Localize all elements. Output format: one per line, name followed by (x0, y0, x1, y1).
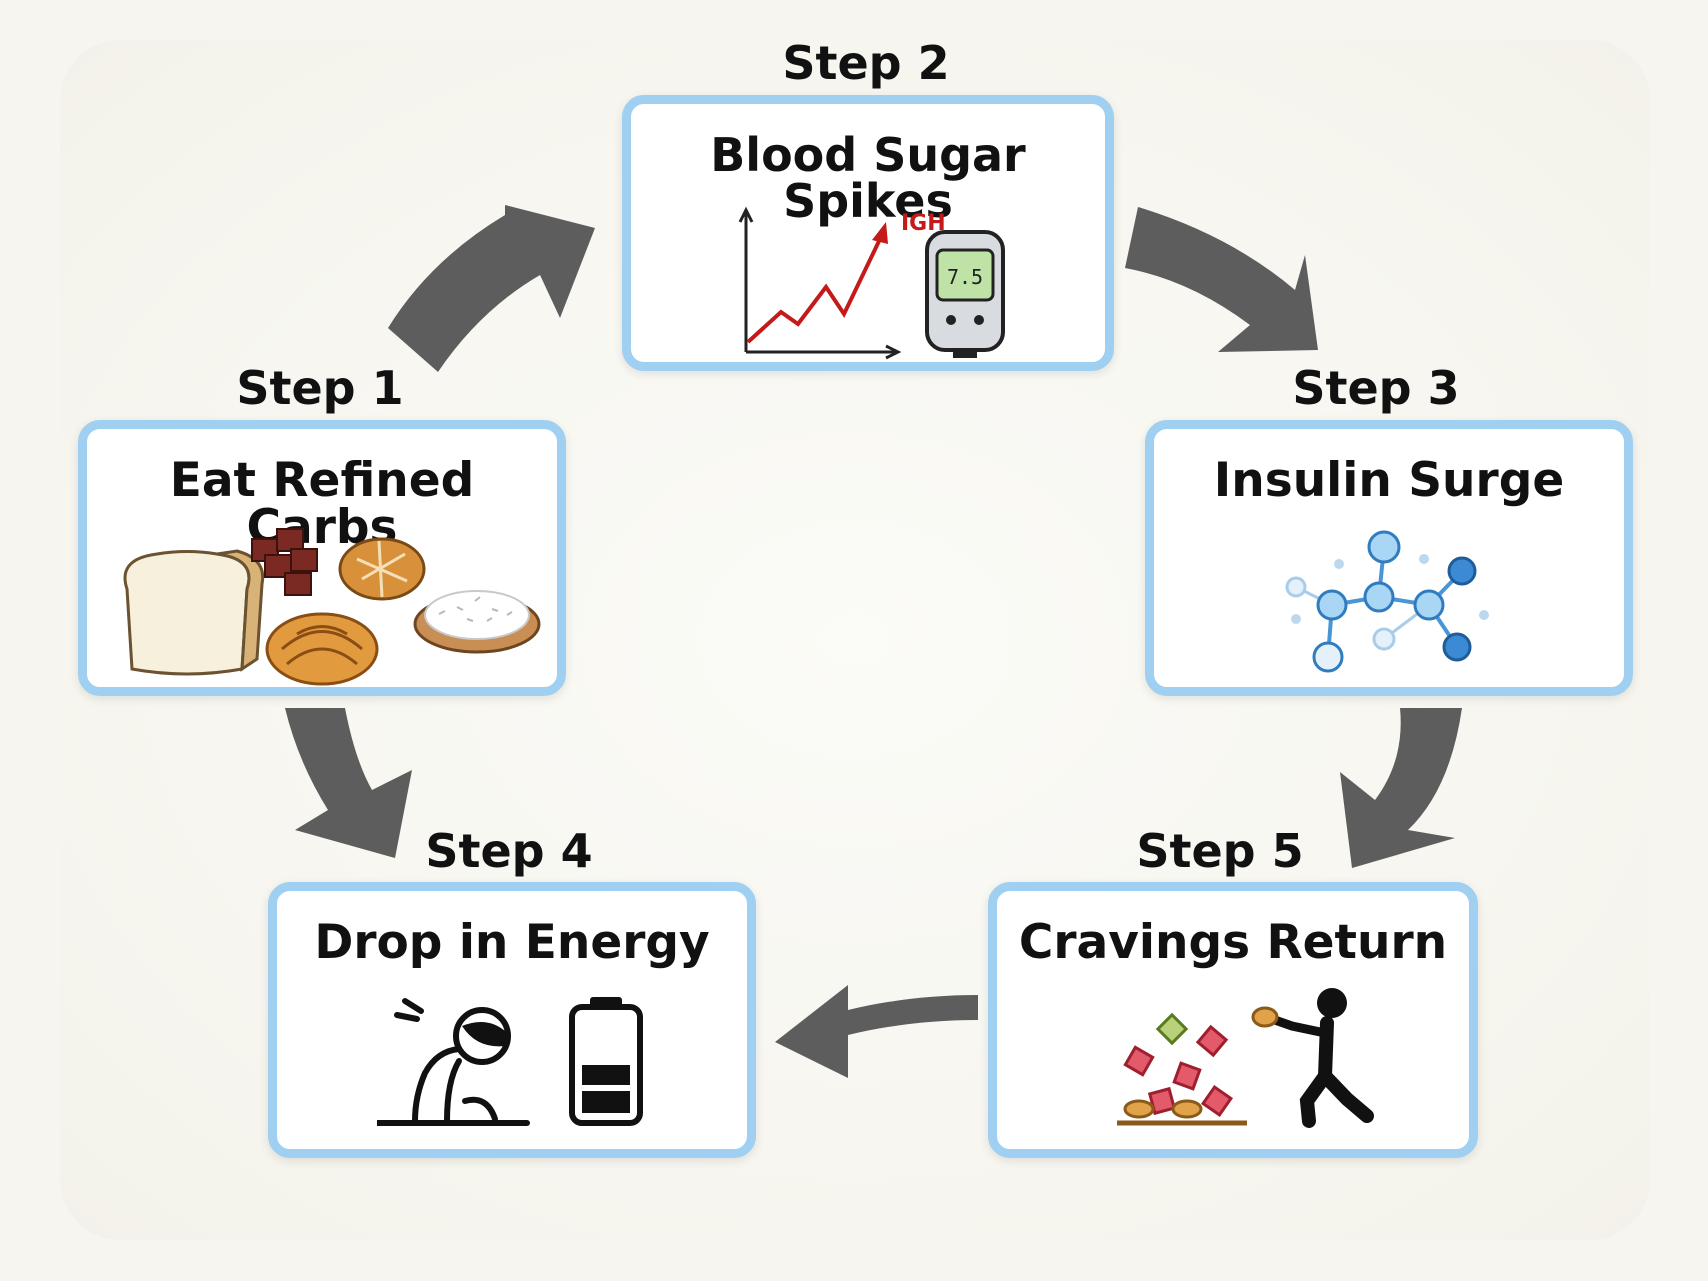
step-5-label: Step 5 (1136, 824, 1304, 878)
arrow-step3-to-step5-icon (1340, 708, 1462, 868)
tired-person-icon (377, 998, 530, 1126)
meter-reading: 7.5 (947, 265, 983, 289)
step-3-label: Step 3 (1292, 361, 1460, 415)
croissant-icon (265, 612, 379, 686)
bun-icon (338, 537, 426, 601)
refined-carbs-illustration (123, 528, 541, 686)
step-4-card: Drop in Energy (268, 882, 756, 1158)
step-2-label: Step 2 (782, 36, 950, 90)
reaching-person-icon (1251, 988, 1374, 1128)
step-2-card: Blood Sugar Spikes IGH 7.5 (622, 95, 1114, 371)
arrow-step1-to-step2-icon (388, 205, 595, 372)
step-1-label: Step 1 (236, 361, 404, 415)
molecule-icon (1285, 530, 1489, 673)
arrow-step2-to-step3-icon (1125, 207, 1318, 352)
step-1-title: Eat Refined Carbs (169, 453, 475, 555)
step-5-title: Cravings Return (1018, 915, 1448, 970)
step-2-title: Blood Sugar Spikes (710, 128, 1026, 228)
arrow-step5-to-step4-icon (775, 985, 978, 1078)
step-4-title: Drop in Energy (314, 915, 710, 970)
glucose-meter-icon: 7.5 (925, 230, 1005, 358)
step-3-title: Insulin Surge (1213, 453, 1565, 508)
step-4-label: Step 4 (425, 824, 593, 878)
candies-icon (1117, 1012, 1247, 1126)
step-3-card: Insulin Surge (1145, 420, 1633, 696)
step-5-card: Cravings Return (988, 882, 1478, 1158)
step-1-card: Eat Refined Carbs (78, 420, 566, 696)
bread-icon (123, 549, 265, 676)
low-battery-icon (569, 997, 643, 1126)
arrow-step1-to-step4-icon (285, 708, 412, 858)
rice-bowl-icon (413, 590, 541, 654)
brownie-icon (251, 528, 318, 596)
